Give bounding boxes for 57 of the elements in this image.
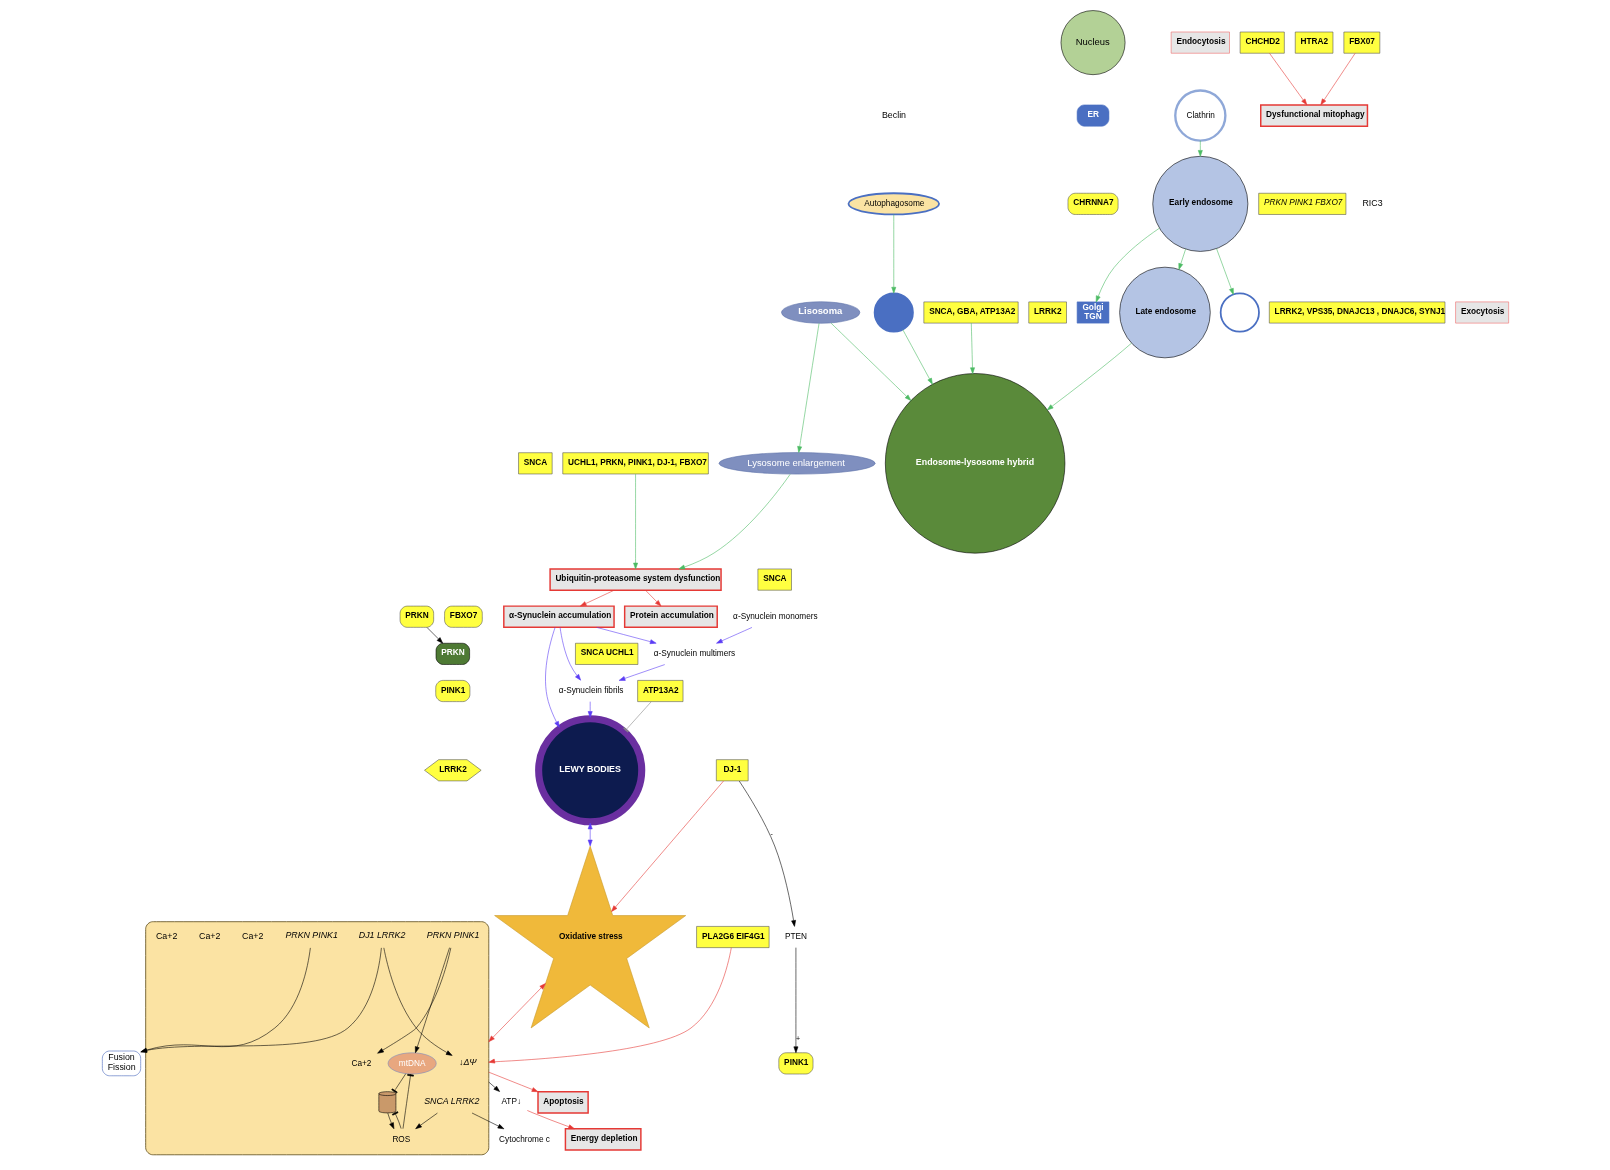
node-text: PRKN PINK1 xyxy=(426,930,479,941)
arrow xyxy=(387,1112,394,1130)
arrow xyxy=(587,701,593,718)
node-ellipse: Lysosome enlargement xyxy=(718,452,875,475)
label: Beclin xyxy=(881,109,906,120)
arrow xyxy=(1095,227,1160,303)
node-circle xyxy=(873,292,914,333)
arrow xyxy=(902,329,933,385)
arrow xyxy=(595,627,656,644)
arrow xyxy=(1046,342,1132,411)
arrow xyxy=(793,947,798,1053)
arrow xyxy=(644,590,661,607)
arrow xyxy=(1197,140,1203,157)
node-circle: Endosome-lysosome hybrid xyxy=(884,373,1065,554)
arrow xyxy=(969,322,975,374)
arrow xyxy=(610,780,724,912)
label: Ca+2 xyxy=(241,931,263,942)
node-text: DJ1 LRRK2 xyxy=(358,930,405,941)
label: Ca+2 xyxy=(155,931,177,942)
node-box: Fusion Fission xyxy=(101,1050,141,1077)
arrow xyxy=(559,627,581,681)
arrow xyxy=(471,1112,504,1130)
arrow xyxy=(1215,248,1234,295)
node-ellipse: Lisosoma xyxy=(780,301,860,324)
arrow xyxy=(830,322,911,401)
arrow xyxy=(526,1110,575,1130)
connector xyxy=(390,1073,406,1094)
arrow xyxy=(488,1081,500,1092)
node-text: PRKN PINK1 xyxy=(284,930,338,941)
arrow xyxy=(579,590,614,607)
arrow xyxy=(1268,53,1307,106)
arrow xyxy=(678,474,790,570)
arrow xyxy=(632,473,638,570)
arrow xyxy=(796,323,819,453)
arrow xyxy=(414,947,450,1053)
label: Ca+2 xyxy=(198,931,220,942)
arrow xyxy=(488,1071,538,1092)
node-text: SNCA LRRK2 xyxy=(423,1095,479,1106)
arrow xyxy=(414,1112,438,1130)
arrow xyxy=(488,947,732,1064)
arrow xyxy=(715,627,752,644)
connector xyxy=(402,1073,414,1129)
arrow xyxy=(488,983,546,1042)
node-text: ↓ΔΨ xyxy=(458,1056,477,1067)
arrow xyxy=(618,664,665,681)
arrow xyxy=(587,822,593,847)
arrow xyxy=(738,780,796,927)
arrow xyxy=(1178,248,1186,270)
connector xyxy=(622,701,652,733)
label: RIC3 xyxy=(1361,197,1383,208)
connector xyxy=(391,1111,401,1129)
arrow xyxy=(1320,53,1355,106)
arrow xyxy=(544,627,560,728)
node-circle xyxy=(1219,292,1260,333)
node-circle: Nucleus xyxy=(1060,10,1125,75)
arrow xyxy=(890,214,896,294)
arrow xyxy=(426,627,443,644)
